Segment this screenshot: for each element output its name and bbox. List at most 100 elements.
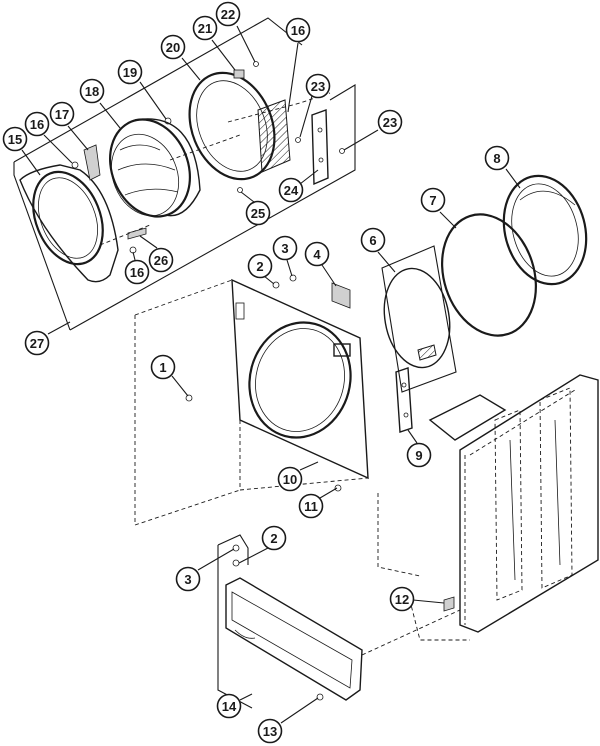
callout-circle	[216, 693, 242, 719]
screw-11	[334, 484, 342, 492]
callout-circle	[377, 109, 403, 135]
callout-circle	[278, 177, 304, 203]
callout-label: 7	[429, 193, 436, 208]
door-assembly-outline	[13, 17, 356, 331]
callout-label: 3	[281, 241, 288, 256]
door-outer-panel	[19, 164, 119, 283]
callout-circle	[484, 145, 510, 171]
callout-circle	[192, 15, 218, 41]
front-panel-screws	[272, 274, 297, 289]
screw-1	[185, 394, 193, 402]
callout-circle	[49, 101, 75, 127]
callout-circle	[261, 525, 287, 551]
callout-c4: 4	[304, 241, 330, 267]
side-bracket	[395, 367, 413, 433]
callout-circle	[406, 442, 432, 468]
callout-c18: 18	[79, 78, 105, 104]
callout-label: 25	[251, 206, 265, 221]
callout-circle	[360, 227, 386, 253]
callout-circle	[305, 73, 331, 99]
callout-c20: 20	[160, 34, 186, 60]
callout-label: 1	[159, 360, 166, 375]
callout-c27: 27	[24, 330, 50, 356]
callout-c10: 10	[277, 466, 303, 492]
callout-label: 2	[256, 259, 263, 274]
callout-label: 9	[415, 448, 422, 463]
callout-label: 16	[130, 265, 144, 280]
hinge-plate	[295, 109, 345, 186]
callout-c21: 21	[192, 15, 218, 41]
callout-circle	[150, 354, 176, 380]
callout-label: 11	[304, 499, 318, 514]
callout-label: 22	[221, 7, 235, 22]
door-boot-gasket	[502, 174, 588, 286]
callout-label: 16	[30, 117, 44, 132]
door-glass-bowl	[108, 118, 201, 218]
callout-label: 14	[222, 699, 237, 714]
callout-circle	[272, 235, 298, 261]
front-panel	[231, 278, 369, 480]
callout-circle	[304, 241, 330, 267]
callout-circle	[24, 330, 50, 356]
callout-circle	[285, 17, 311, 43]
callout-circle	[420, 187, 446, 213]
callout-c2b: 2	[261, 525, 287, 551]
callout-label: 13	[263, 724, 277, 739]
callout-label: 4	[313, 247, 321, 262]
callout-c14: 14	[216, 693, 242, 719]
callout-circle	[257, 718, 283, 744]
callout-c3a: 3	[272, 235, 298, 261]
callout-c19: 19	[117, 59, 143, 85]
callout-label: 16	[291, 23, 305, 38]
callout-c26: 26	[148, 247, 174, 273]
callout-circle	[148, 247, 174, 273]
callout-label: 6	[369, 233, 376, 248]
callout-label: 18	[85, 84, 99, 99]
callout-label: 12	[395, 592, 409, 607]
callout-circle	[124, 259, 150, 285]
cabinet-body	[428, 374, 599, 633]
door-latch	[233, 61, 259, 79]
screw-19	[164, 117, 172, 125]
clamp-ring	[441, 213, 537, 337]
callout-label: 17	[55, 107, 69, 122]
callout-circle	[298, 493, 324, 519]
door-switch	[331, 282, 351, 309]
callout-c8: 8	[484, 145, 510, 171]
lower-panel-outline	[217, 534, 253, 709]
callout-c1: 1	[150, 354, 176, 380]
callout-c23b: 23	[377, 109, 403, 135]
callout-label: 10	[283, 472, 297, 487]
callout-circle	[2, 126, 28, 152]
callout-circle	[247, 253, 273, 279]
callout-c6: 6	[360, 227, 386, 253]
callout-c16a: 16	[24, 111, 50, 137]
cabinet-clip	[443, 596, 455, 612]
callout-label: 20	[166, 40, 180, 55]
callout-circle	[79, 78, 105, 104]
callout-circle	[389, 586, 415, 612]
callout-label: 8	[493, 151, 500, 166]
callout-c12: 12	[389, 586, 415, 612]
callout-label: 3	[184, 572, 191, 587]
callout-circle	[117, 59, 143, 85]
boot-clamp-kit	[381, 245, 457, 393]
callout-c7: 7	[420, 187, 446, 213]
callout-circle	[245, 200, 271, 226]
callout-label: 19	[123, 65, 137, 80]
callout-c11: 11	[298, 493, 324, 519]
lower-access-panel	[225, 577, 363, 701]
callout-c24: 24	[278, 177, 304, 203]
callout-circle	[24, 111, 50, 137]
callout-label: 27	[30, 336, 44, 351]
callout-label: 24	[284, 183, 299, 198]
callout-c22: 22	[215, 1, 241, 27]
callout-c25: 25	[245, 200, 271, 226]
callout-c16c: 16	[124, 259, 150, 285]
callout-c2a: 2	[247, 253, 273, 279]
callout-circle	[215, 1, 241, 27]
callout-c16b: 16	[285, 17, 311, 43]
callout-label: 23	[311, 79, 325, 94]
